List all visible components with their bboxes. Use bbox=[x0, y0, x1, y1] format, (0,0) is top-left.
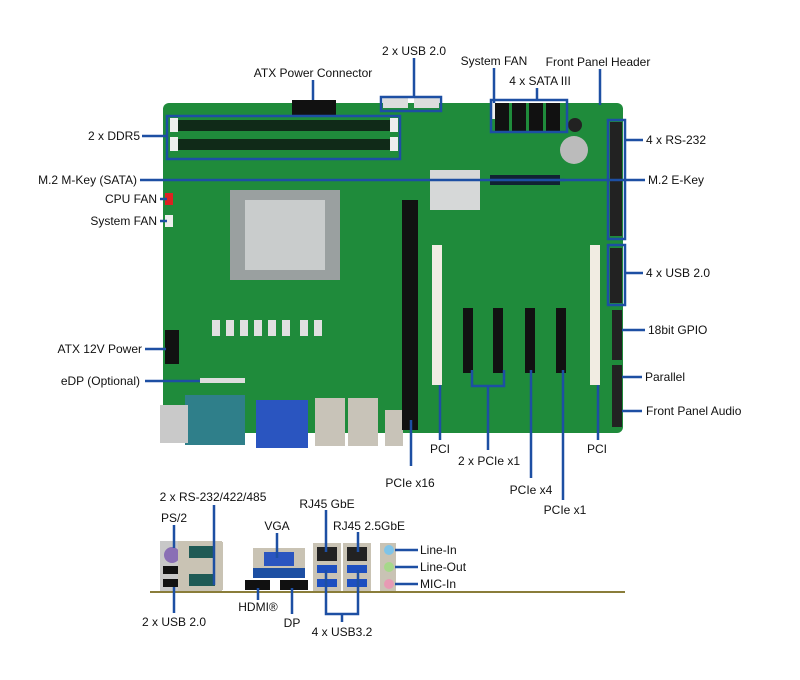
label-system-fan-left: System FAN bbox=[90, 214, 157, 228]
label-m2-e-key: M.2 E-Key bbox=[648, 173, 704, 187]
label-dp: DP bbox=[284, 616, 301, 630]
label-cpu-fan: CPU FAN bbox=[105, 192, 157, 206]
label-pcie-x16: PCIe x16 bbox=[385, 476, 435, 490]
board-labels: ATX Power Connector 2 x USB 2.0 System F… bbox=[38, 44, 742, 517]
label-usb20-top: 2 x USB 2.0 bbox=[382, 44, 446, 58]
pcie-x16-slot bbox=[402, 200, 418, 430]
label-usb20-io: 2 x USB 2.0 bbox=[142, 615, 206, 629]
label-usb32: 4 x USB3.2 bbox=[312, 625, 373, 639]
label-rj45-gbe: RJ45 GbE bbox=[299, 497, 354, 511]
label-mic-in: MIC-In bbox=[420, 577, 456, 591]
label-edp: eDP (Optional) bbox=[61, 374, 140, 388]
label-line-in: Line-In bbox=[420, 543, 457, 557]
label-ddr5: 2 x DDR5 bbox=[88, 129, 140, 143]
pci-slot bbox=[432, 245, 442, 385]
label-pcie-x4: PCIe x4 bbox=[510, 483, 553, 497]
label-pci-right: PCI bbox=[587, 442, 607, 456]
callout-lines bbox=[140, 58, 645, 500]
label-atx-power: ATX Power Connector bbox=[254, 66, 373, 80]
label-system-fan-top: System FAN bbox=[461, 54, 528, 68]
label-line-out: Line-Out bbox=[420, 560, 467, 574]
label-hdmi: HDMI® bbox=[238, 600, 278, 614]
label-pcie-x1: PCIe x1 bbox=[544, 503, 587, 517]
label-pcie-x1-pair: 2 x PCIe x1 bbox=[458, 454, 520, 468]
label-gpio: 18bit GPIO bbox=[648, 323, 707, 337]
label-ps2: PS/2 bbox=[161, 511, 187, 525]
label-atx12v: ATX 12V Power bbox=[58, 342, 142, 356]
chipset-heatsink bbox=[430, 170, 480, 210]
motherboard bbox=[160, 98, 623, 448]
label-sata: 4 x SATA III bbox=[509, 74, 571, 88]
label-parallel: Parallel bbox=[645, 370, 685, 384]
rear-io-panel: 2 x RS-232/422/485 PS/2 VGA RJ45 GbE RJ4… bbox=[142, 490, 625, 639]
label-front-panel-audio: Front Panel Audio bbox=[646, 404, 742, 418]
com-port-board bbox=[185, 395, 245, 445]
label-front-panel-header: Front Panel Header bbox=[546, 55, 651, 69]
label-vga: VGA bbox=[264, 519, 289, 533]
vga-port-board bbox=[256, 400, 308, 448]
label-pci-left: PCI bbox=[430, 442, 450, 456]
label-rj45-25gbe: RJ45 2.5GbE bbox=[333, 519, 405, 533]
label-rs232: 4 x RS-232 bbox=[646, 133, 706, 147]
label-com-ports: 2 x RS-232/422/485 bbox=[160, 490, 267, 504]
atx-power-connector bbox=[292, 100, 336, 116]
label-m2-m-key: M.2 M-Key (SATA) bbox=[38, 173, 137, 187]
label-usb20-right: 4 x USB 2.0 bbox=[646, 266, 710, 280]
